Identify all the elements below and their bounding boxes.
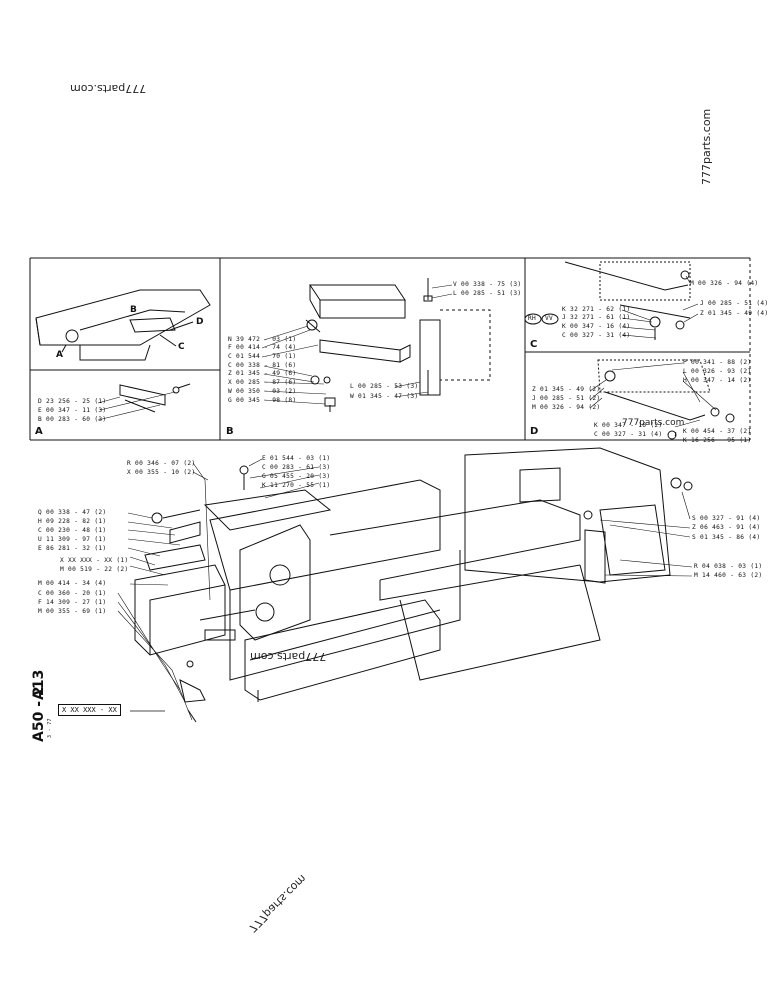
side-code-small: 3 - 77 (47, 718, 53, 738)
label-panel-d-r3: H 00 347 - 14 (2) (683, 377, 752, 384)
label-main-r2: Z 06 463 - 91 (4) (692, 524, 761, 531)
side-code-a50: A50 - 2 (31, 686, 47, 742)
badge-vv: VV (545, 315, 554, 322)
label-panel-a-3: B 00 283 - 60 (3) (38, 416, 107, 423)
watermark-panel-d: 777parts.com (622, 418, 685, 428)
label-panel-c-l1: K 32 271 - 62 (1) (562, 306, 631, 313)
label-main-r4: R 04 038 - 03 (1) (694, 563, 763, 570)
label-panel-b-r1: V 00 338 - 75 (3) (453, 281, 522, 288)
label-main-r1: S 00 327 - 91 (4) (692, 515, 761, 522)
label-main-l2: H 09 228 - 82 (1) (38, 518, 107, 525)
label-panel-d-r2: L 00 326 - 93 (2) (683, 368, 752, 375)
label-panel-b-r3: L 00 285 - 53 (3) (350, 383, 419, 390)
label-panel-b-5: Z 01 345 - 49 (6) (228, 370, 297, 377)
callout-a: A (56, 350, 63, 360)
label-panel-d-b1: K 00 347 - 16 (2) (594, 422, 663, 429)
callout-c: C (178, 342, 185, 352)
label-panel-b-7: W 00 350 - 03 (2) (228, 388, 297, 395)
label-panel-b-r4: W 01 345 - 47 (3) (350, 393, 419, 400)
panel-label-c: C (530, 339, 538, 350)
label-main-l7: M 00 519 - 22 (2) (60, 566, 129, 573)
label-panel-b-3: C 01 544 - 70 (1) (228, 353, 297, 360)
label-panel-d-b2: C 00 327 - 31 (4) (594, 431, 663, 438)
label-panel-d-r1: P 00 341 - 88 (2) (683, 359, 752, 366)
label-panel-d-l2: J 00 285 - 51 (2) (532, 395, 601, 402)
label-main-tr2: C 00 283 - 61 (3) (262, 464, 331, 471)
label-panel-d-l3: M 00 326 - 94 (2) (532, 404, 601, 411)
label-panel-c-r1: J 00 285 - 51 (4) (700, 300, 769, 307)
panel-label-d: D (530, 426, 539, 437)
part-number-box: X XX XXX - XX (58, 704, 121, 716)
badge-rh: RH (528, 315, 537, 322)
label-panel-b-4: C 00 338 - 81 (6) (228, 362, 297, 369)
label-panel-b-1: N 39 472 - 03 (1) (228, 336, 297, 343)
label-main-l1: Q 00 338 - 47 (2) (38, 509, 107, 516)
label-main-tr4: K 11 270 - 55 (1) (262, 482, 331, 489)
label-main-l4: U 11 309 - 97 (1) (38, 536, 107, 543)
label-main-l11: M 00 355 - 69 (1) (38, 608, 107, 615)
label-main-tl1: R 00 346 - 07 (2) (127, 460, 196, 467)
label-main-l8: M 00 414 - 34 (4) (38, 580, 107, 587)
label-panel-d-br2: K 16 256 - 95 (1) (683, 437, 752, 444)
label-panel-c-r2: Z 01 345 - 49 (4) (700, 310, 769, 317)
label-main-l6: X XX XXX - XX (1) (60, 557, 129, 564)
label-panel-a-1: D 23 256 - 25 (1) (38, 398, 107, 405)
callout-b: B (130, 305, 137, 315)
label-panel-b-6: X 00 285 - 87 (6) (228, 379, 297, 386)
label-main-l5: E 86 281 - 32 (1) (38, 545, 107, 552)
label-panel-c-l3: K 00 347 - 16 (4) (562, 323, 631, 330)
label-main-tr3: G 05 455 - 20 (3) (262, 473, 331, 480)
label-panel-b-8: G 00 345 - 98 (8) (228, 397, 297, 404)
label-main-tr1: E 01 544 - 03 (1) (262, 455, 331, 462)
label-panel-a-2: E 00 347 - 11 (3) (38, 407, 107, 414)
label-main-l3: C 00 230 - 48 (1) (38, 527, 107, 534)
label-panel-b-2: F 00 414 - 74 (4) (228, 344, 297, 351)
callout-d: D (196, 317, 204, 327)
panel-label-b: B (226, 426, 234, 437)
panel-label-a: A (35, 426, 43, 437)
label-panel-c-l2: J 32 271 - 61 (1) (562, 314, 631, 321)
label-panel-c-top: M 00 326 - 94 (4) (690, 280, 759, 287)
label-main-tl2: X 00 355 - 10 (2) (127, 469, 196, 476)
label-panel-d-l1: Z 01 345 - 49 (2) (532, 386, 601, 393)
label-panel-b-r2: L 00 285 - 51 (3) (453, 290, 522, 297)
label-main-r5: M 14 460 - 63 (2) (694, 572, 763, 579)
label-panel-c-l4: C 00 327 - 31 (4) (562, 332, 631, 339)
label-main-l10: F 14 309 - 27 (1) (38, 599, 107, 606)
label-main-l9: C 00 360 - 20 (1) (38, 590, 107, 597)
label-panel-d-br1: K 00 454 - 37 (2) (683, 428, 752, 435)
label-main-r3: S 01 345 - 86 (4) (692, 534, 761, 541)
